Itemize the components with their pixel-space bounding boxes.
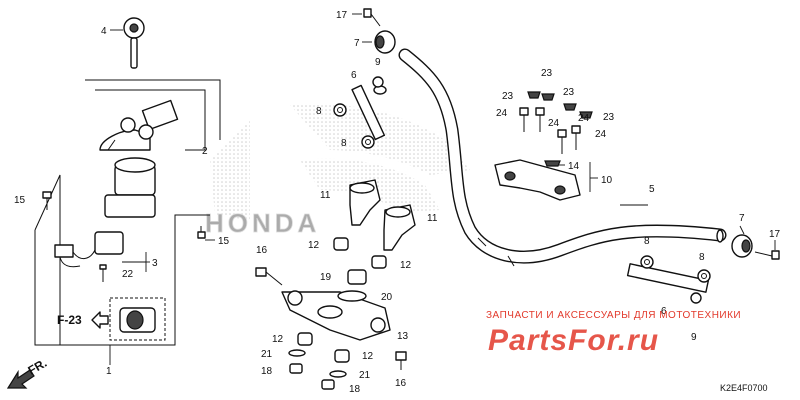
label-9-top: 9 xyxy=(375,57,381,68)
washer-21-left xyxy=(288,349,306,357)
label-20: 20 xyxy=(381,292,393,303)
nut-9-top xyxy=(372,76,384,88)
label-16-right: 16 xyxy=(395,378,407,389)
label-18-right: 18 xyxy=(349,384,361,395)
label-5: 5 xyxy=(649,184,655,195)
bolt-16-right xyxy=(395,351,407,370)
bar-end-weight-right xyxy=(731,225,753,258)
handlebar-part xyxy=(398,48,727,267)
screw-22 xyxy=(99,264,107,282)
top-bridge-part xyxy=(281,290,391,341)
label-8-far-right: 8 xyxy=(699,252,705,263)
label-3: 3 xyxy=(152,258,158,269)
label-17-top: 17 xyxy=(336,10,348,21)
watermark-caption: ЗАПЧАСТИ И АКСЕССУАРЫ ДЛЯ МОТОТЕХНИКИ xyxy=(486,310,741,321)
label-7-right: 7 xyxy=(739,213,745,224)
label-23-c: 23 xyxy=(563,87,575,98)
label-8-middle: 8 xyxy=(341,138,347,149)
label-12-b: 12 xyxy=(400,260,412,271)
label-24-a: 24 xyxy=(496,108,508,119)
label-24-b: 24 xyxy=(548,118,560,129)
label-23-b: 23 xyxy=(502,91,514,102)
label-1: 1 xyxy=(106,366,112,377)
ignition-switch-part xyxy=(99,99,200,218)
cap-23-a xyxy=(527,91,541,99)
cushion-rubber-c xyxy=(297,332,313,346)
label-14-part xyxy=(544,160,565,167)
label-24-d: 24 xyxy=(595,129,607,140)
watermark-logo: PartsFor.ru xyxy=(488,324,659,357)
label-17-right: 17 xyxy=(769,229,781,240)
bar-end-screw-right xyxy=(754,240,780,260)
label-11-right: 11 xyxy=(427,213,438,224)
label-19: 19 xyxy=(320,272,332,283)
label-21-left: 21 xyxy=(261,349,273,360)
nut-8-middle xyxy=(361,135,375,149)
label-14: 14 xyxy=(568,161,580,172)
label-15-right: 15 xyxy=(218,236,230,247)
bolt-24-d xyxy=(571,125,581,150)
label-23-d: 23 xyxy=(603,112,615,123)
lower-holder-left xyxy=(349,179,381,226)
honda-text-watermark: HONDA xyxy=(205,208,320,238)
nut-18-left xyxy=(289,363,303,374)
key-part xyxy=(110,17,145,69)
nut-9-bottom xyxy=(690,292,702,304)
label-24-c: 24 xyxy=(578,113,590,124)
reference-code: F-23 xyxy=(57,313,82,327)
reference-f23 xyxy=(91,307,156,333)
collar-shaft-left xyxy=(351,84,387,141)
label-9-right: 9 xyxy=(691,332,697,343)
washer-20 xyxy=(337,290,367,302)
label-22: 22 xyxy=(122,269,134,280)
stem-cap-19 xyxy=(347,269,367,285)
bolt-24-a xyxy=(519,107,529,132)
nut-18-right xyxy=(321,379,335,390)
nut-8-upper xyxy=(333,103,347,117)
bar-end-screw-top xyxy=(352,8,381,27)
nut-8-right xyxy=(640,255,654,269)
label-11-left: 11 xyxy=(320,190,331,201)
label-6-left: 6 xyxy=(351,70,357,81)
label-10: 10 xyxy=(601,175,613,186)
nut-8-far-right xyxy=(697,269,711,283)
bar-end-weight-top xyxy=(362,30,396,54)
label-16-left: 16 xyxy=(256,245,268,256)
bolt-16-left xyxy=(255,267,283,286)
label-18-left: 18 xyxy=(261,366,273,377)
washer-21-right xyxy=(329,370,347,378)
label-23-a: 23 xyxy=(541,68,553,79)
label-21-right: 21 xyxy=(359,370,371,381)
collar-shaft-right xyxy=(626,263,710,293)
diagram-code: K2E4F0700 xyxy=(720,383,768,393)
label-12-c: 12 xyxy=(272,334,284,345)
label-8-upper: 8 xyxy=(316,106,322,117)
label-15-left: 15 xyxy=(14,195,26,206)
cushion-rubber-b xyxy=(371,255,387,269)
cap-23-c xyxy=(563,103,577,111)
label-13: 13 xyxy=(397,331,409,342)
upper-holder-part xyxy=(494,159,598,201)
label-2: 2 xyxy=(202,146,208,157)
label-12-d: 12 xyxy=(362,351,374,362)
cap-23-b xyxy=(541,93,555,101)
screw-15-right xyxy=(197,226,215,241)
cushion-rubber-d xyxy=(334,349,350,363)
switch-part xyxy=(54,231,150,272)
screw-15-left xyxy=(42,191,52,210)
part-labels: 4 2 15 15 3 22 1 17 7 9 6 8 8 11 11 12 1… xyxy=(14,10,781,395)
cushion-rubber-a xyxy=(333,237,349,251)
label-7-top: 7 xyxy=(354,38,360,49)
label-12-a: 12 xyxy=(308,240,320,251)
label-4: 4 xyxy=(101,26,107,37)
bolt-24-c xyxy=(557,129,567,154)
front-arrow xyxy=(6,369,35,389)
bolt-24-b xyxy=(535,107,545,132)
label-8-right: 8 xyxy=(644,236,650,247)
cap-23-d xyxy=(579,111,593,119)
lower-holder-right xyxy=(383,204,416,251)
label-6-right: 6 xyxy=(661,306,667,317)
